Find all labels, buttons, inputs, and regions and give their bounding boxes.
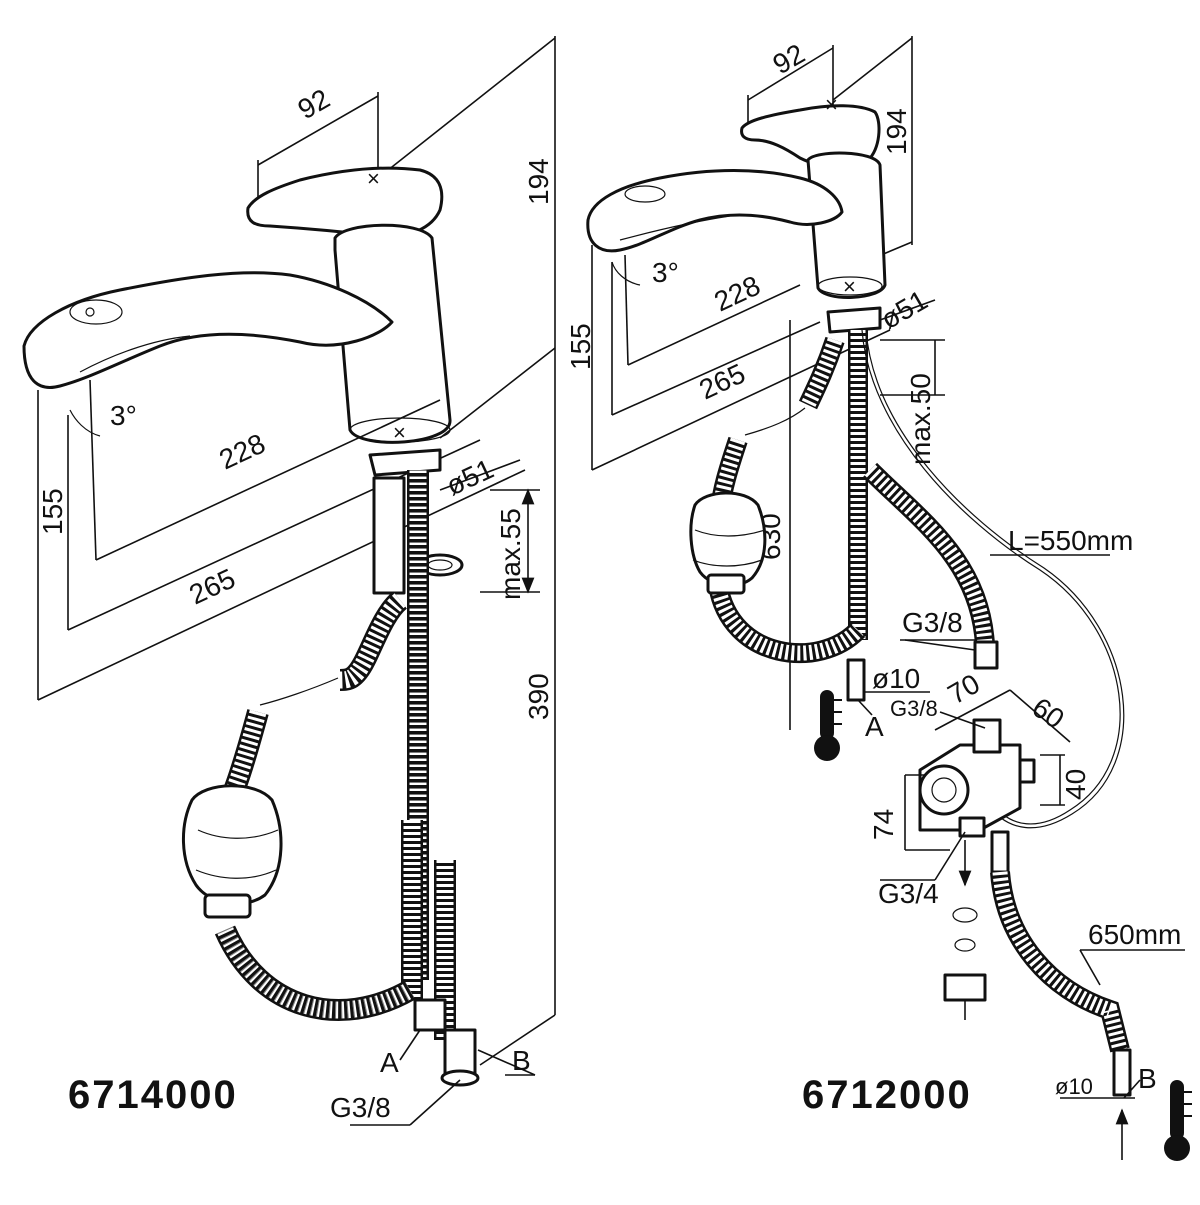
dim-hole-right: ø51 bbox=[876, 284, 933, 335]
faucet-left: 92 194 390 × × 3° 228 265 bbox=[22, 36, 556, 1126]
label-a-right: A bbox=[865, 711, 884, 742]
dim-hose-650: 650mm bbox=[1088, 919, 1181, 950]
dim-valve-40: 40 bbox=[1060, 769, 1091, 800]
handle-lever-left bbox=[246, 166, 444, 238]
dim-194-left: 194 bbox=[523, 158, 554, 205]
hose-weight-left bbox=[182, 784, 283, 906]
thermometer-icon bbox=[1164, 1080, 1192, 1161]
handle-axis-mark-left: × bbox=[367, 166, 380, 191]
hose-weight-right bbox=[689, 491, 767, 588]
dim-265-left: 265 bbox=[184, 563, 239, 611]
model-number-left: 6714000 bbox=[68, 1073, 238, 1117]
dim-390-left: 390 bbox=[523, 673, 554, 720]
label-valve-outlet: G3/4 bbox=[878, 878, 939, 909]
dim-pipe-b: ø10 bbox=[1055, 1074, 1093, 1099]
model-number-right: 6712000 bbox=[802, 1073, 972, 1117]
spout-left bbox=[22, 271, 394, 389]
label-a-left: A bbox=[380, 1047, 399, 1078]
handle-axis-mark-right: × bbox=[825, 92, 838, 117]
hex-nut bbox=[943, 973, 987, 1002]
dim-155-right: 155 bbox=[565, 323, 596, 370]
dim-length-l: L=550mm bbox=[1008, 525, 1133, 556]
dim-max-left: max.55 bbox=[495, 508, 526, 600]
dim-265-right: 265 bbox=[694, 358, 749, 406]
thermometer-icon bbox=[814, 690, 842, 761]
spout-right bbox=[586, 169, 844, 253]
dim-valve-60: 60 bbox=[1027, 692, 1070, 735]
dim-92-left: 92 bbox=[293, 83, 335, 125]
spray-button-left bbox=[69, 299, 123, 325]
dim-194-right: 194 bbox=[881, 108, 912, 155]
body-axis-mark-left: × bbox=[393, 420, 406, 445]
dim-angle-left: 3° bbox=[110, 400, 137, 431]
mixing-valve bbox=[918, 718, 1036, 838]
label-thread-left: G3/8 bbox=[330, 1092, 391, 1123]
dim-angle-right: 3° bbox=[652, 257, 679, 288]
dim-hole-left: ø51 bbox=[441, 453, 498, 501]
label-valve-thread: G3/8 bbox=[890, 696, 938, 721]
label-b-left: B bbox=[512, 1045, 531, 1076]
dim-228-left: 228 bbox=[214, 428, 269, 476]
dim-228-right: 228 bbox=[709, 270, 764, 318]
faucet-right: 92 194 × × 3° 228 265 155 ø51 bbox=[565, 36, 1192, 1161]
label-thread-top-right: G3/8 bbox=[902, 607, 963, 638]
dim-155-left: 155 bbox=[37, 488, 68, 535]
label-b-right: B bbox=[1138, 1063, 1157, 1094]
dim-max-right: max.50 bbox=[905, 373, 936, 465]
dim-pipe-a: ø10 bbox=[872, 663, 920, 694]
body-axis-mark-right: × bbox=[843, 274, 856, 299]
dim-valve-74: 74 bbox=[868, 809, 899, 840]
spray-button-right bbox=[624, 185, 666, 203]
dim-valve-70: 70 bbox=[943, 668, 985, 710]
dim-92-right: 92 bbox=[768, 38, 810, 80]
